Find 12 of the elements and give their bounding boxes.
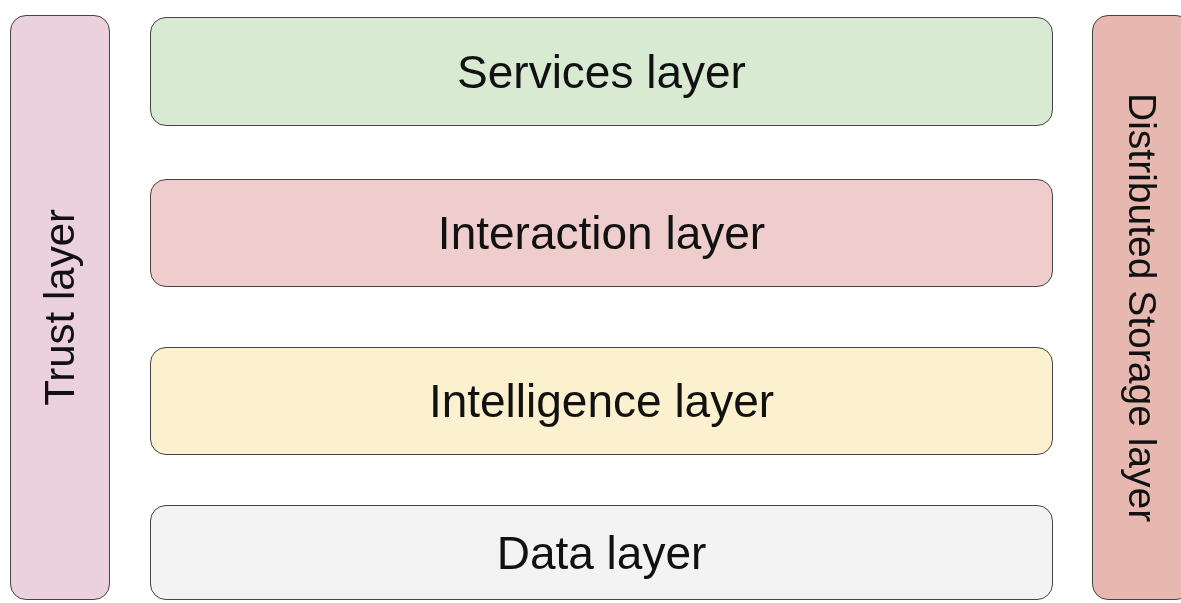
layer-band	[150, 17, 1053, 126]
layer-band	[10, 15, 110, 600]
layer-band	[150, 179, 1053, 287]
layer-label: Interaction layer	[437, 206, 766, 260]
layer-label: Trust layer	[36, 209, 84, 406]
layer-label: Intelligence layer	[428, 374, 775, 428]
layer-band	[1092, 15, 1181, 600]
layer-label: Data layer	[496, 525, 707, 580]
layer-label: Services layer	[457, 44, 746, 99]
layer-label: Distributed Storage layer	[1120, 92, 1164, 523]
layer-band	[150, 505, 1053, 600]
layer-band	[150, 347, 1053, 455]
